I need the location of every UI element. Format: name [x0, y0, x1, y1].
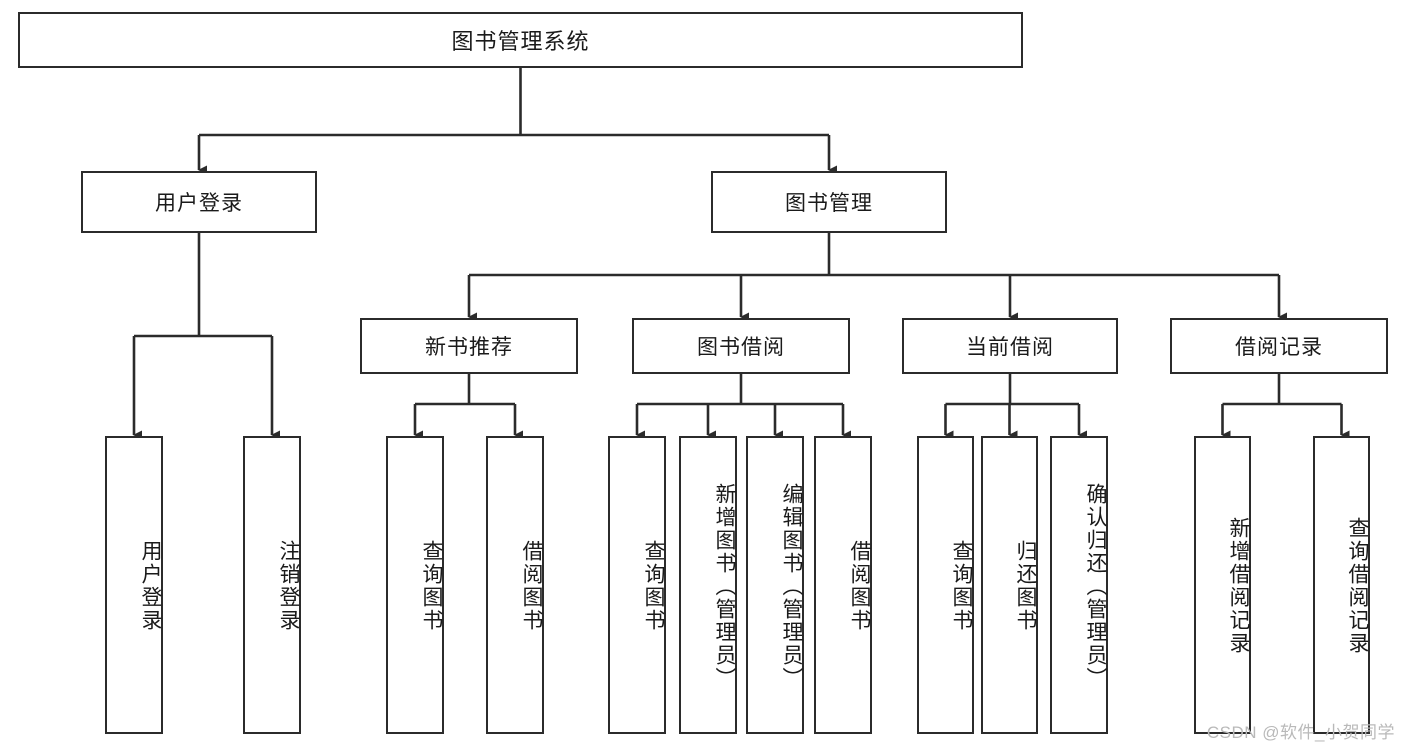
node-label: 图书借阅 — [697, 336, 785, 359]
node-label: 新书推荐 — [425, 336, 513, 359]
node-n-new-book-rec[interactable]: 新书推荐 — [360, 318, 578, 374]
node-root[interactable]: 图书管理系统 — [18, 12, 1023, 68]
node-label: 借阅图书 — [520, 540, 543, 632]
node-n-user-login[interactable]: 用户登录 — [81, 171, 317, 233]
node-label: 借阅记录 — [1235, 336, 1323, 359]
node-label: 查询图书 — [642, 540, 665, 632]
node-l-borrow-book-1[interactable]: 借阅图书 — [486, 436, 544, 734]
node-label: 借阅图书 — [848, 540, 871, 632]
node-label: 用户登录 — [139, 540, 162, 632]
watermark-text: CSDN @软件_小贺同学 — [1206, 723, 1395, 742]
node-l-confirm-return[interactable]: 确认归还（管理员） — [1050, 436, 1108, 734]
node-l-query-book-1[interactable]: 查询图书 — [386, 436, 444, 734]
node-label: 新增图书（管理员） — [713, 482, 736, 690]
node-label: 新增借阅记录 — [1227, 517, 1250, 655]
node-l-user-login[interactable]: 用户登录 — [105, 436, 163, 734]
node-n-book-borrow[interactable]: 图书借阅 — [632, 318, 850, 374]
node-label: 查询借阅记录 — [1346, 517, 1369, 655]
node-label: 查询图书 — [950, 540, 973, 632]
node-label: 图书管理 — [785, 192, 873, 215]
node-n-borrow-record[interactable]: 借阅记录 — [1170, 318, 1388, 374]
node-label: 用户登录 — [155, 192, 243, 215]
node-l-query-book-3[interactable]: 查询图书 — [917, 436, 974, 734]
node-l-return-book[interactable]: 归还图书 — [981, 436, 1038, 734]
node-label: 确认归还（管理员） — [1084, 482, 1107, 690]
node-label: 当前借阅 — [966, 336, 1054, 359]
node-l-edit-book[interactable]: 编辑图书（管理员） — [746, 436, 804, 734]
node-label: 图书管理系统 — [451, 29, 590, 54]
node-label: 归还图书 — [1014, 540, 1037, 632]
node-l-query-record[interactable]: 查询借阅记录 — [1313, 436, 1370, 734]
node-label: 查询图书 — [420, 540, 443, 632]
node-n-current-borrow[interactable]: 当前借阅 — [902, 318, 1118, 374]
node-l-user-logout[interactable]: 注销登录 — [243, 436, 301, 734]
node-l-add-book[interactable]: 新增图书（管理员） — [679, 436, 737, 734]
node-l-add-record[interactable]: 新增借阅记录 — [1194, 436, 1251, 734]
node-label: 编辑图书（管理员） — [780, 482, 803, 690]
node-l-query-book-2[interactable]: 查询图书 — [608, 436, 666, 734]
node-label: 注销登录 — [277, 540, 300, 632]
node-l-borrow-book-2[interactable]: 借阅图书 — [814, 436, 872, 734]
node-n-book-mgmt[interactable]: 图书管理 — [711, 171, 947, 233]
